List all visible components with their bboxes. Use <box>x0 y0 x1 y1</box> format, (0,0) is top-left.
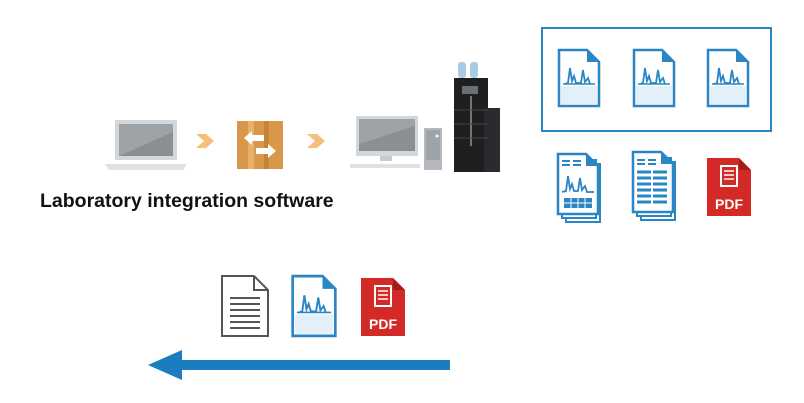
chevron-right-icon <box>307 134 325 148</box>
caption: Laboratory integration software <box>40 190 334 212</box>
chromatogram-file-icon <box>706 48 750 108</box>
pdf-icon: PDF <box>705 156 753 218</box>
chevron-right-icon <box>196 134 214 148</box>
desktop-computer-icon <box>350 116 442 170</box>
text-document-icon <box>221 275 269 337</box>
pdf-icon: PDF <box>358 276 408 338</box>
output-files-group <box>541 27 772 132</box>
table-stack-icon <box>631 150 676 221</box>
chromatogram-file-icon <box>632 48 676 108</box>
data-exchange-icon <box>237 121 283 169</box>
arrow-left-icon <box>148 350 450 380</box>
laptop-icon <box>105 120 187 170</box>
report-stack-icon <box>556 152 601 223</box>
chromatography-instrument-icon <box>454 62 500 172</box>
chromatogram-file-icon <box>557 48 601 108</box>
chromatogram-file-icon <box>290 274 338 338</box>
